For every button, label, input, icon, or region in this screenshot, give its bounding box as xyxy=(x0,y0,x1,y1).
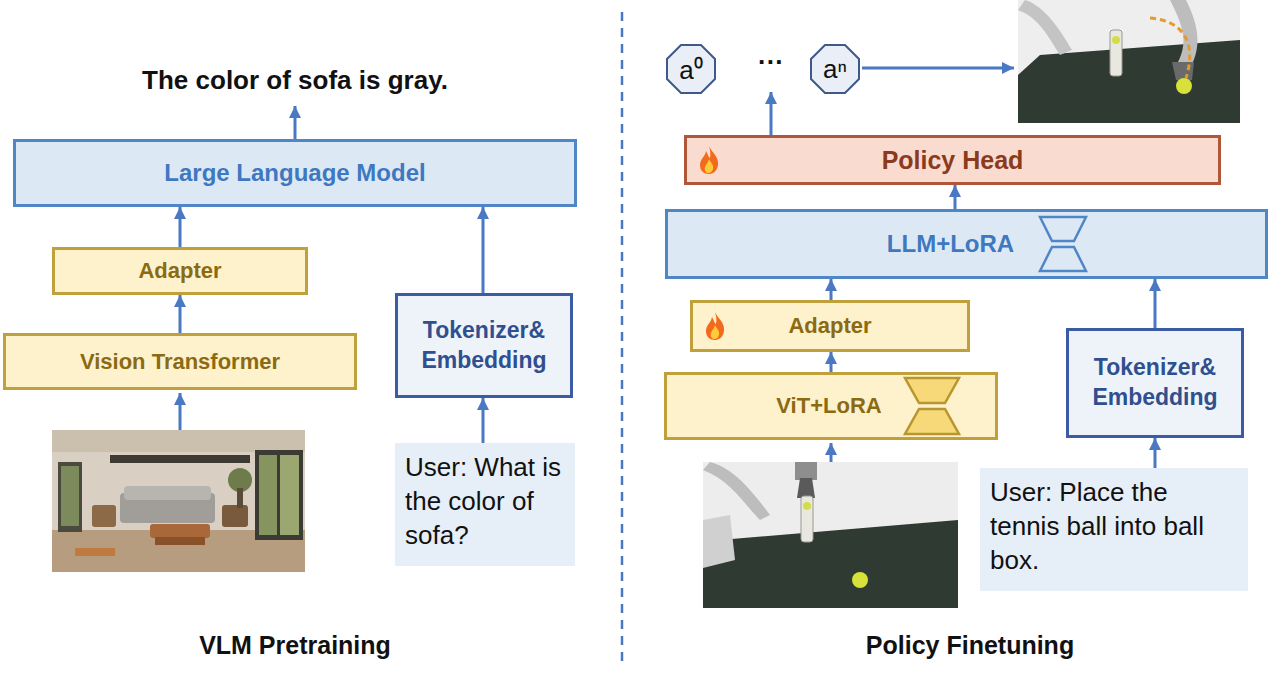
robot-scene-photo xyxy=(703,462,958,608)
model-box: LLM+LoRA xyxy=(665,209,1268,279)
lora-hourglass-icon xyxy=(1038,215,1088,273)
node-label: Large Language Model xyxy=(164,159,425,187)
encoder-box: Vision Transformer xyxy=(3,333,357,390)
trainable-flame-icon xyxy=(697,145,721,175)
node-label: Policy Head xyxy=(882,146,1024,175)
flow-arrow xyxy=(179,207,182,247)
policy-head-box: Policy Head xyxy=(684,135,1221,185)
flow-arrow xyxy=(179,393,182,430)
node-label: LLM+LoRA xyxy=(887,230,1014,258)
ellipsis-mark: ··· xyxy=(758,47,784,78)
node-label: Tokenizer& Embedding xyxy=(1069,353,1241,413)
flow-arrow xyxy=(830,279,833,300)
node-label: a⁰ xyxy=(679,51,702,87)
node-label: Adapter xyxy=(138,258,221,284)
flow-arrow xyxy=(294,106,297,139)
flow-arrow xyxy=(830,352,833,372)
flow-arrow xyxy=(830,443,833,462)
node-label: Tokenizer& Embedding xyxy=(398,316,570,376)
node-label: User: What is the color of sofa? xyxy=(405,451,565,552)
node-label: aⁿ xyxy=(823,54,847,85)
flow-arrow xyxy=(1154,438,1157,468)
encoder-box: ViT+LoRA xyxy=(664,372,998,440)
adapter-box: Adapter xyxy=(690,300,970,352)
action-token: a⁰ xyxy=(665,43,717,95)
tokenizer-box: Tokenizer& Embedding xyxy=(1066,328,1244,438)
divider-line xyxy=(621,12,624,668)
adapter-box: Adapter xyxy=(52,247,308,295)
action-token: aⁿ xyxy=(809,43,861,95)
flow-arrow xyxy=(862,67,1014,70)
node-label: Vision Transformer xyxy=(80,349,280,375)
node-label: ViT+LoRA xyxy=(776,393,881,419)
section-caption: VLM Pretraining xyxy=(199,631,391,660)
node-label: User: Place the tennis ball into ball bo… xyxy=(990,476,1238,577)
robot-result-photo xyxy=(1018,0,1240,123)
model-box: Large Language Model xyxy=(13,139,577,207)
node-label: Adapter xyxy=(788,313,871,339)
section-caption: Policy Finetuning xyxy=(866,631,1074,660)
flow-arrow xyxy=(954,185,957,209)
prompt-box: User: Place the tennis ball into ball bo… xyxy=(980,468,1248,591)
output-text: The color of sofa is gray. xyxy=(142,65,448,96)
prompt-box: User: What is the color of sofa? xyxy=(395,443,575,566)
trainable-flame-icon xyxy=(703,311,727,341)
flow-arrow xyxy=(482,398,485,443)
lora-hourglass-icon xyxy=(903,376,961,436)
flow-arrow xyxy=(482,207,485,293)
flow-arrow xyxy=(1154,279,1157,328)
tokenizer-box: Tokenizer& Embedding xyxy=(395,293,573,398)
flow-arrow xyxy=(179,295,182,333)
flow-arrow xyxy=(770,92,773,135)
living-room-photo xyxy=(52,430,305,572)
